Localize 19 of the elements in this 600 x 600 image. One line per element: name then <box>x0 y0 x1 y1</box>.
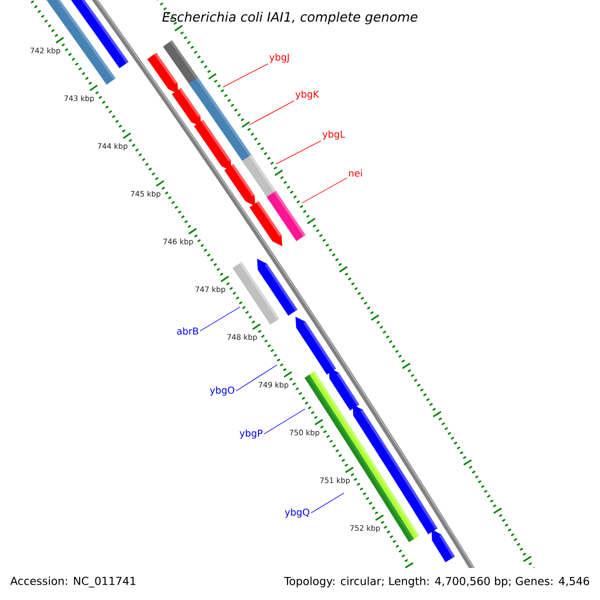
gene-label: nei <box>349 169 362 177</box>
leader-line <box>248 100 294 126</box>
leader-line <box>222 63 268 88</box>
genome-info-text: Topology: circular; Length: 4,700,560 bp; Genes: 4,546 <box>284 576 590 588</box>
gene-label: ybgK <box>295 90 320 100</box>
gene-label: ybgL <box>322 130 346 140</box>
accession-text: Accession: NC_011741 <box>10 576 136 588</box>
gene-label: ybgQ <box>284 508 310 518</box>
leader-line <box>236 364 278 392</box>
title: Escherichia coli IAI1, complete genome <box>162 12 418 24</box>
gene-label: ybgO <box>210 386 234 396</box>
leader-line <box>276 140 322 164</box>
leader-line <box>310 492 344 514</box>
leader-line <box>302 178 348 204</box>
leader-line <box>264 408 306 434</box>
gene-label: ybgP <box>240 429 262 439</box>
gene-label: ybgJ <box>269 53 289 63</box>
gene-label: abrB <box>177 327 198 335</box>
leader-line <box>200 306 240 332</box>
